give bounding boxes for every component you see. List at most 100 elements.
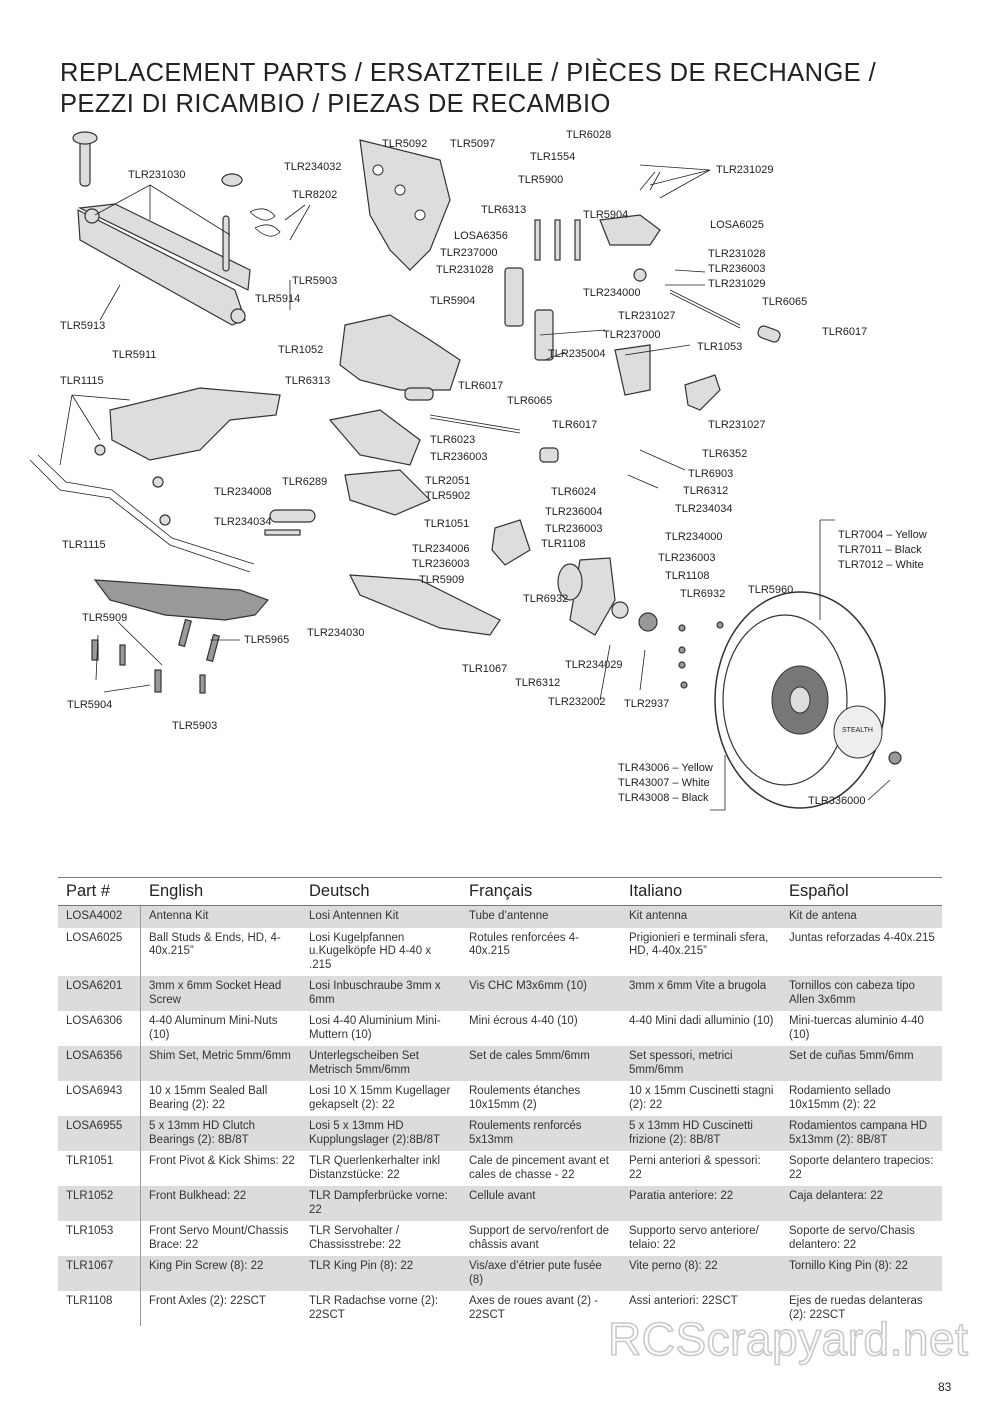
label-tlr6312-b: TLR6312: [515, 677, 560, 689]
front-bumper-drawing: [29, 387, 281, 573]
label-tlr1067: TLR1067: [462, 663, 507, 675]
page-number: 83: [938, 1380, 952, 1394]
table-cell: Prigionieri e terminali sfera, HD, 4-40x…: [629, 931, 769, 958]
skid-plate-drawing: [93, 579, 270, 621]
table-cell: Rodamiento sellado 10x15mm (2): 22: [789, 1085, 891, 1111]
table-cell: Set de cuñas 5mm/6mm: [781, 1046, 942, 1081]
label-tlr234029: TLR234029: [565, 659, 623, 671]
label-tlr1115-a: TLR1115: [60, 375, 104, 387]
label-tlr6313-b: TLR6313: [285, 375, 330, 387]
header-espanol: Español: [781, 877, 942, 906]
label-tlr1115-b: TLR1115: [62, 539, 106, 551]
table-cell: TLR1052: [58, 1186, 141, 1221]
label-tlr234034-b: TLR234034: [214, 516, 272, 528]
label-tlr6313-a: TLR6313: [481, 204, 526, 216]
label-tlr7011: TLR7011 – Black: [838, 544, 922, 556]
label-tlr234008: TLR234008: [214, 486, 272, 498]
label-tlr5911: TLR5911: [112, 349, 156, 361]
table-cell: TLR King Pin (8): 22: [301, 1256, 461, 1291]
table-cell: Cellule avant: [461, 1186, 621, 1221]
table-cell: 4-40 Mini dadi alluminio (10): [629, 1015, 774, 1027]
table-cell: Set spessori, metrici 5mm/6mm: [621, 1046, 781, 1081]
label-tlr1108-a: TLR1108: [541, 538, 585, 550]
servo-mount-drawing: [614, 344, 721, 411]
table-cell: LOSA4002: [58, 905, 141, 928]
table-cell: Tube d’antenne: [461, 905, 621, 928]
header-part-number: Part #: [58, 877, 141, 906]
table-cell: Caja delantera: 22: [781, 1186, 942, 1221]
header-deutsch: Deutsch: [301, 877, 461, 906]
table-cell: TLR Servohalter / Chassisstrebe: 22: [309, 1225, 402, 1251]
table-cell: Support de servo/renfort de châssis avan…: [469, 1225, 609, 1251]
label-tlr234000-a: TLR234000: [583, 287, 641, 299]
header-francais: Français: [461, 877, 621, 906]
label-tlr231028-b: TLR231028: [436, 264, 494, 276]
label-tlr336000: TLR336000: [808, 795, 866, 807]
label-tlr5960: TLR5960: [748, 584, 793, 596]
label-tlr5914: TLR5914: [255, 293, 300, 305]
table-cell: LOSA6201: [58, 976, 141, 1011]
page-title-line1: REPLACEMENT PARTS / ERSATZTEILE / PIÈCES…: [60, 59, 877, 87]
label-tlr5965: TLR5965: [244, 634, 289, 646]
label-tlr5909-a: TLR5909: [419, 574, 464, 586]
label-tlr1554: TLR1554: [530, 151, 575, 163]
label-tlr1108-b: TLR1108: [665, 570, 709, 582]
table-cell: Vis/axe d’étrier pute fusée (8): [461, 1256, 621, 1291]
label-tlr6352: TLR6352: [702, 448, 747, 460]
label-tlr231030: TLR231030: [128, 169, 186, 181]
label-tlr236003-d: TLR236003: [658, 552, 716, 564]
table-cell: 5 x 13mm HD Cuscinetti frizione (2): 8B/…: [621, 1116, 781, 1151]
label-tlr5904-a: TLR5904: [583, 209, 628, 221]
label-tlr43008: TLR43008 – Black: [618, 792, 709, 804]
label-tlr5904-c: TLR5904: [67, 699, 112, 711]
label-tlr234006: TLR234006: [412, 543, 470, 555]
table-cell: LOSA6306: [58, 1011, 141, 1046]
lower-arm-drawing: [264, 509, 501, 636]
label-tlr235004: TLR235004: [548, 348, 606, 360]
table-cell: King Pin Screw (8): 22: [140, 1256, 301, 1291]
table-cell: Kit de antena: [781, 905, 942, 928]
table-cell: Tornillo King Pin (8): 22: [781, 1256, 942, 1291]
label-losa6025: LOSA6025: [710, 219, 764, 231]
label-tlr43007: TLR43007 – White: [618, 777, 710, 789]
label-losa6356: LOSA6356: [454, 230, 508, 242]
table-cell: Tornillos con cabeza tipo Allen 3x6mm: [781, 976, 942, 1011]
table-cell: Roulements étanches 10x15mm (2): [469, 1085, 581, 1111]
exploded-parts-diagram: STEALTH TLR6028 TLR5092 TLR5097 TLR23403…: [29, 129, 927, 811]
label-tlr5092: TLR5092: [382, 138, 427, 150]
label-tlr6932-b: TLR6932: [523, 593, 568, 605]
table-cell: Juntas reforzadas 4-40x.215: [789, 931, 935, 944]
page-title-line2: PEZZI DI RICAMBIO / PIEZAS DE RECAMBIO: [60, 90, 611, 118]
label-tlr236003-a: TLR236003: [708, 263, 766, 275]
label-tlr231029-a: TLR231029: [716, 164, 774, 176]
table-cell: Paratia anteriore: 22: [621, 1186, 781, 1221]
label-tlr6028: TLR6028: [566, 129, 611, 141]
front-brace-drawing: [77, 203, 251, 326]
table-cell: Supporto servo anteriore/ telaio: 22: [629, 1225, 759, 1251]
label-tlr6903: TLR6903: [688, 468, 733, 480]
label-tlr5903-a: TLR5903: [292, 275, 337, 287]
label-tlr6065-b: TLR6065: [507, 395, 552, 407]
parts-table: Part # English Deutsch Français Italiano…: [58, 877, 942, 1326]
table-cell: TLR1053: [58, 1221, 141, 1256]
table-cell: Ball Studs & Ends, HD, 4-40x.215”: [149, 931, 281, 958]
body-clips-drawing: [221, 173, 281, 272]
label-tlr2051: TLR2051: [425, 475, 470, 487]
label-tlr236003-c: TLR236003: [545, 523, 603, 535]
label-tlr6932-a: TLR6932: [680, 588, 725, 600]
label-tlr5909-b: TLR5909: [82, 612, 127, 624]
shock-tower-drawing: [359, 139, 451, 271]
label-tlr2937: TLR2937: [624, 698, 669, 710]
table-cell: 10 x 15mm Sealed Ball Bearing (2): 22: [149, 1085, 268, 1111]
label-tlr236003-b: TLR236003: [430, 451, 488, 463]
label-tlr232002: TLR232002: [548, 696, 606, 708]
label-tlr234030: TLR234030: [307, 627, 365, 639]
label-tlr5900: TLR5900: [518, 174, 563, 186]
label-tlr6312-a: TLR6312: [683, 485, 728, 497]
